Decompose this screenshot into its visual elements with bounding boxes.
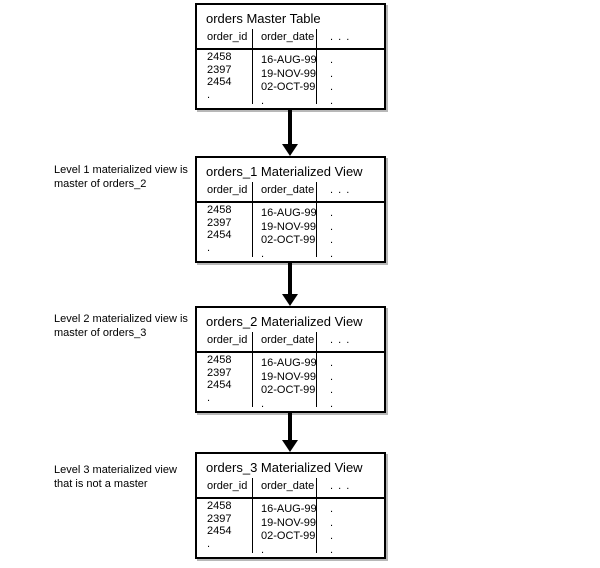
order-id-values: 2458 2397 2454 . (207, 500, 232, 550)
table-title: orders_2 Materialized View (206, 314, 363, 329)
ellipsis-values: . . . . (330, 503, 334, 556)
column-divider (252, 182, 253, 257)
column-divider (316, 29, 317, 104)
order-id-values: 2458 2397 2454 . (207, 354, 232, 404)
column-divider (252, 332, 253, 407)
arrow-head-icon (282, 144, 298, 156)
column-header-order-id: order_id (207, 334, 248, 346)
column-header-order-id: order_id (207, 31, 248, 43)
column-header-order-date: order_date (261, 31, 315, 43)
column-header-order-id: order_id (207, 184, 248, 196)
column-divider (316, 478, 317, 553)
flow-arrow-3 (282, 413, 299, 452)
column-header-order-date: order_date (261, 184, 315, 196)
order-id-values: 2458 2397 2454 . (207, 204, 232, 254)
order-date-values: 16-AUG-99 19-NOV-99 02-OCT-99 . (261, 54, 317, 107)
column-header-ellipsis: . . . (330, 184, 351, 196)
column-divider (316, 182, 317, 257)
order-date-values: 16-AUG-99 19-NOV-99 02-OCT-99 . (261, 207, 317, 260)
header-divider (197, 497, 384, 499)
order-date-values: 16-AUG-99 19-NOV-99 02-OCT-99 . (261, 503, 317, 556)
table-box-orders-1: orders_1 Materialized View order_id orde… (195, 156, 386, 263)
annotation-level-1: Level 1 materialized view is master of o… (54, 164, 188, 190)
ellipsis-values: . . . . (330, 357, 334, 410)
header-divider (197, 48, 384, 50)
column-divider (316, 332, 317, 407)
arrow-stem (288, 110, 292, 146)
table-title: orders Master Table (206, 11, 321, 26)
arrow-head-icon (282, 440, 298, 452)
column-header-order-date: order_date (261, 334, 315, 346)
flow-arrow-1 (282, 110, 299, 156)
order-date-values: 16-AUG-99 19-NOV-99 02-OCT-99 . (261, 357, 317, 410)
column-divider (252, 478, 253, 553)
table-title: orders_3 Materialized View (206, 460, 363, 475)
table-title: orders_1 Materialized View (206, 164, 363, 179)
ellipsis-values: . . . . (330, 54, 334, 107)
ellipsis-values: . . . . (330, 207, 334, 260)
column-header-ellipsis: . . . (330, 31, 351, 43)
arrow-head-icon (282, 294, 298, 306)
column-header-ellipsis: . . . (330, 334, 351, 346)
annotation-level-3: Level 3 materialized view that is not a … (54, 464, 177, 490)
table-box-orders-2: orders_2 Materialized View order_id orde… (195, 306, 386, 413)
annotation-level-2: Level 2 materialized view is master of o… (54, 313, 188, 339)
column-header-order-id: order_id (207, 480, 248, 492)
order-id-values: 2458 2397 2454 . (207, 51, 232, 101)
header-divider (197, 351, 384, 353)
flow-arrow-2 (282, 263, 299, 306)
header-divider (197, 201, 384, 203)
arrow-stem (288, 413, 292, 442)
arrow-stem (288, 263, 292, 296)
table-box-orders-master: orders Master Table order_id order_date … (195, 3, 386, 110)
column-header-order-date: order_date (261, 480, 315, 492)
column-divider (252, 29, 253, 104)
table-box-orders-3: orders_3 Materialized View order_id orde… (195, 452, 386, 559)
column-header-ellipsis: . . . (330, 480, 351, 492)
